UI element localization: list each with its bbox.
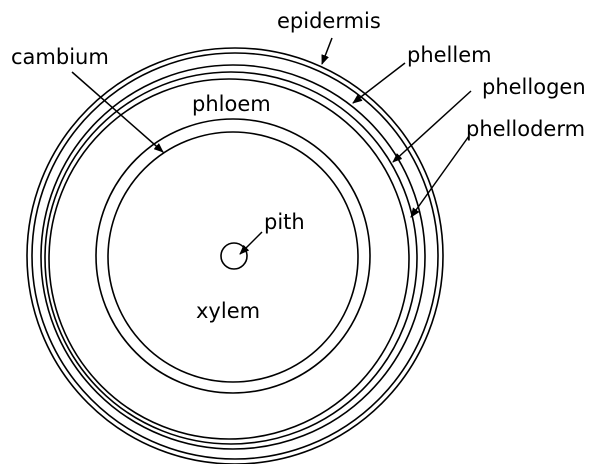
epidermis-arrow [322,38,332,64]
pith-circle [221,243,247,269]
phellem-ring [41,65,425,449]
phelloderm-arrow [411,136,469,217]
phellogen-ring [45,72,417,444]
cambium-ring [108,132,358,382]
label-phloem: phloem [192,92,271,116]
phelloderm-ring [49,79,409,439]
label-xylem: xylem [196,299,260,323]
phloem-outer-ring [96,119,370,393]
label-phellogen: phellogen [482,75,586,99]
label-phellem: phellem [407,43,492,67]
label-cambium: cambium [11,45,109,69]
label-phelloderm: phelloderm [466,117,585,141]
pith-arrow [240,232,262,254]
phellem-arrow [353,63,405,103]
label-pith: pith [264,210,305,234]
phellogen-arrow [393,91,471,162]
label-epidermis: epidermis [277,9,381,33]
